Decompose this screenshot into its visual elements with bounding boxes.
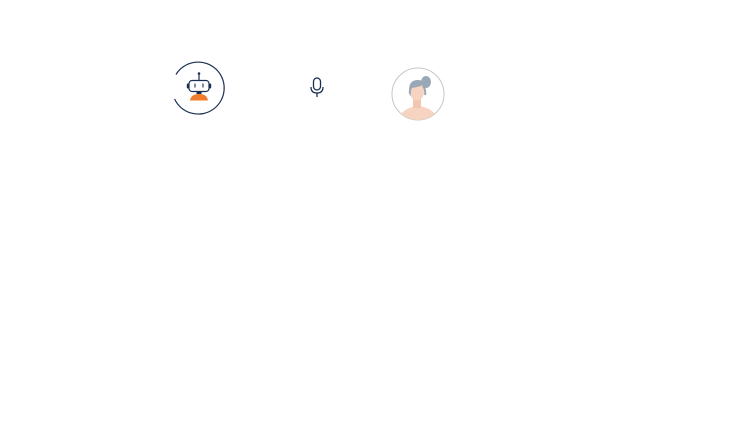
robot-icon — [174, 61, 225, 115]
user-avatar-icon — [391, 67, 445, 121]
microphone-icon — [310, 77, 324, 97]
assistant-ring — [174, 61, 225, 115]
user-avatar[interactable] — [390, 66, 446, 122]
microphone-button[interactable] — [308, 77, 326, 99]
assistant-avatar[interactable] — [172, 61, 228, 116]
